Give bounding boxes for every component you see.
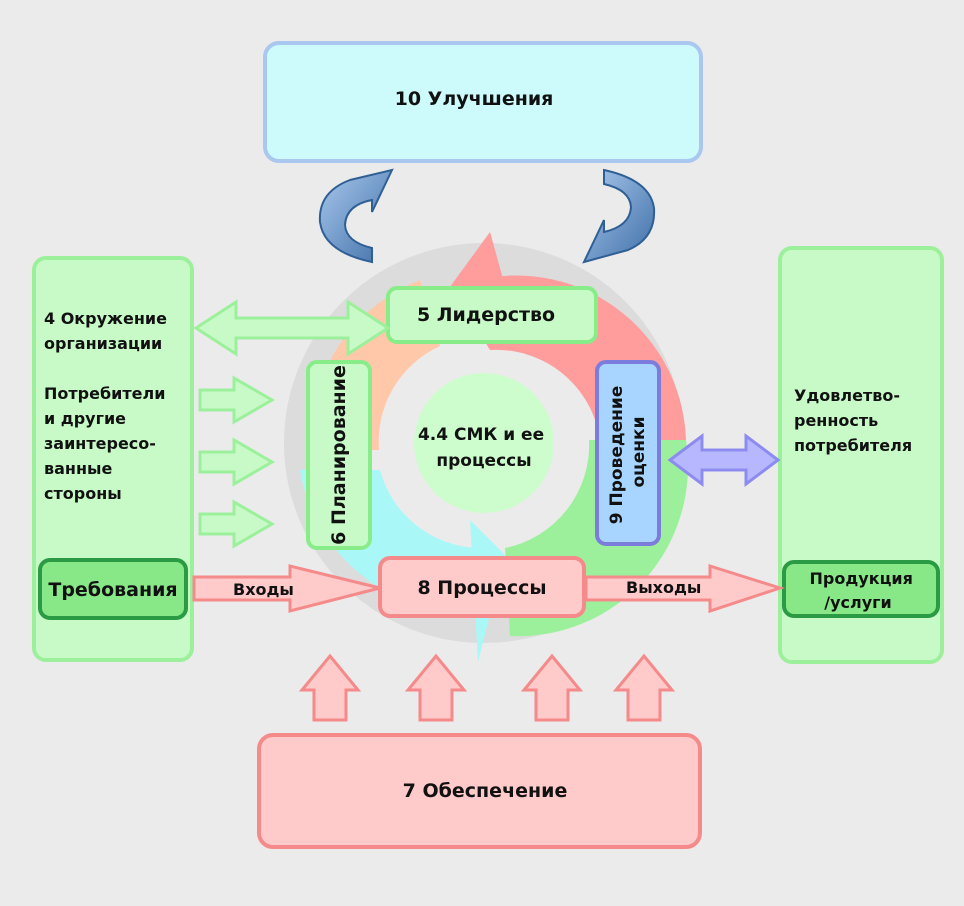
evaluation-label-line2: оценки: [629, 416, 649, 487]
center-label-line1: 4.4 СМК и ее: [418, 425, 544, 445]
stakeholder-arrow-3-icon: [198, 499, 275, 549]
curved-arrow-right-icon: [582, 168, 656, 264]
satisfaction-label-line3: потребителя: [794, 436, 912, 455]
inputs-label: Входы: [233, 580, 294, 599]
support-arrows: [298, 653, 676, 722]
support-arrow-4-icon: [612, 653, 676, 722]
processes-box: 8 Процессы: [378, 556, 586, 618]
leadership-label: 5 Лидерство: [417, 304, 555, 326]
support-label: 7 Обеспечение: [403, 780, 568, 802]
context-label-line2: организации: [44, 334, 162, 353]
support-arrow-1-icon: [298, 653, 362, 722]
evaluation-box: 9 Проведение оценки: [595, 360, 661, 546]
satisfaction-label-line1: Удовлетво-: [794, 386, 900, 405]
products-label-line2: /услуги: [824, 593, 891, 612]
context-label-line1: 4 Окружение: [44, 309, 167, 328]
support-box: 7 Обеспечение: [257, 733, 702, 849]
curved-arrow-left-icon: [318, 168, 394, 264]
stakeholders-label-line3: заинтересо-: [44, 434, 156, 453]
right-panel: Удовлетво- ренность потребителя: [778, 246, 944, 664]
center-circle: 4.4 СМК и ее процессы: [414, 373, 554, 513]
requirements-label: Требования: [48, 579, 177, 601]
svg-text:9 Проведение оценки: 9 Проведение оценки: [607, 380, 649, 524]
stakeholders-label-line4: ванные: [44, 459, 113, 478]
stakeholders-label-line2: и другие: [44, 409, 126, 428]
products-box: Продукция /услуги: [782, 560, 940, 618]
planning-label: 6 Планирование: [328, 365, 350, 545]
improvement-box: 10 Улучшения: [263, 41, 703, 163]
svg-text:Продукция /услуги: Продукция /услуги: [810, 569, 919, 612]
improvement-label: 10 Улучшения: [395, 88, 554, 110]
outputs-arrow: Выходы: [584, 563, 785, 614]
stakeholders-label-line1: Потребители: [44, 384, 165, 403]
satisfaction-label-line2: ренность: [794, 411, 878, 430]
stakeholder-arrows: [198, 375, 275, 549]
stakeholders-label-line5: стороны: [44, 484, 122, 503]
svg-text:4.4 СМК и ее процессы: 4.4 СМК и ее процессы: [418, 425, 550, 471]
evaluation-satisfaction-double-arrow-icon: [667, 433, 781, 487]
svg-text:4 Окружение организации: 4 Окружение организации: [44, 309, 173, 353]
support-arrow-2-icon: [404, 653, 468, 722]
planning-box: 6 Планирование: [306, 360, 372, 550]
stakeholder-arrow-2-icon: [198, 437, 275, 487]
leadership-box: 5 Лидерство: [386, 286, 598, 344]
stakeholder-arrow-1-icon: [198, 375, 275, 425]
evaluation-label-line1: 9 Проведение: [607, 386, 627, 525]
outputs-label: Выходы: [626, 578, 701, 597]
center-label-line2: процессы: [436, 451, 531, 471]
processes-label: 8 Процессы: [417, 577, 546, 599]
products-label-line1: Продукция: [810, 569, 913, 588]
context-leadership-double-arrow-icon: [193, 299, 391, 357]
svg-text:Потребители и другие: Потребители и другие заинтересо- ванные …: [44, 384, 171, 503]
inputs-arrow: Входы: [192, 564, 381, 613]
support-arrow-3-icon: [520, 653, 584, 722]
requirements-box: Требования: [38, 558, 188, 620]
svg-text:Удовлетво- ренность: Удовлетво- ренность потребителя: [794, 386, 912, 455]
